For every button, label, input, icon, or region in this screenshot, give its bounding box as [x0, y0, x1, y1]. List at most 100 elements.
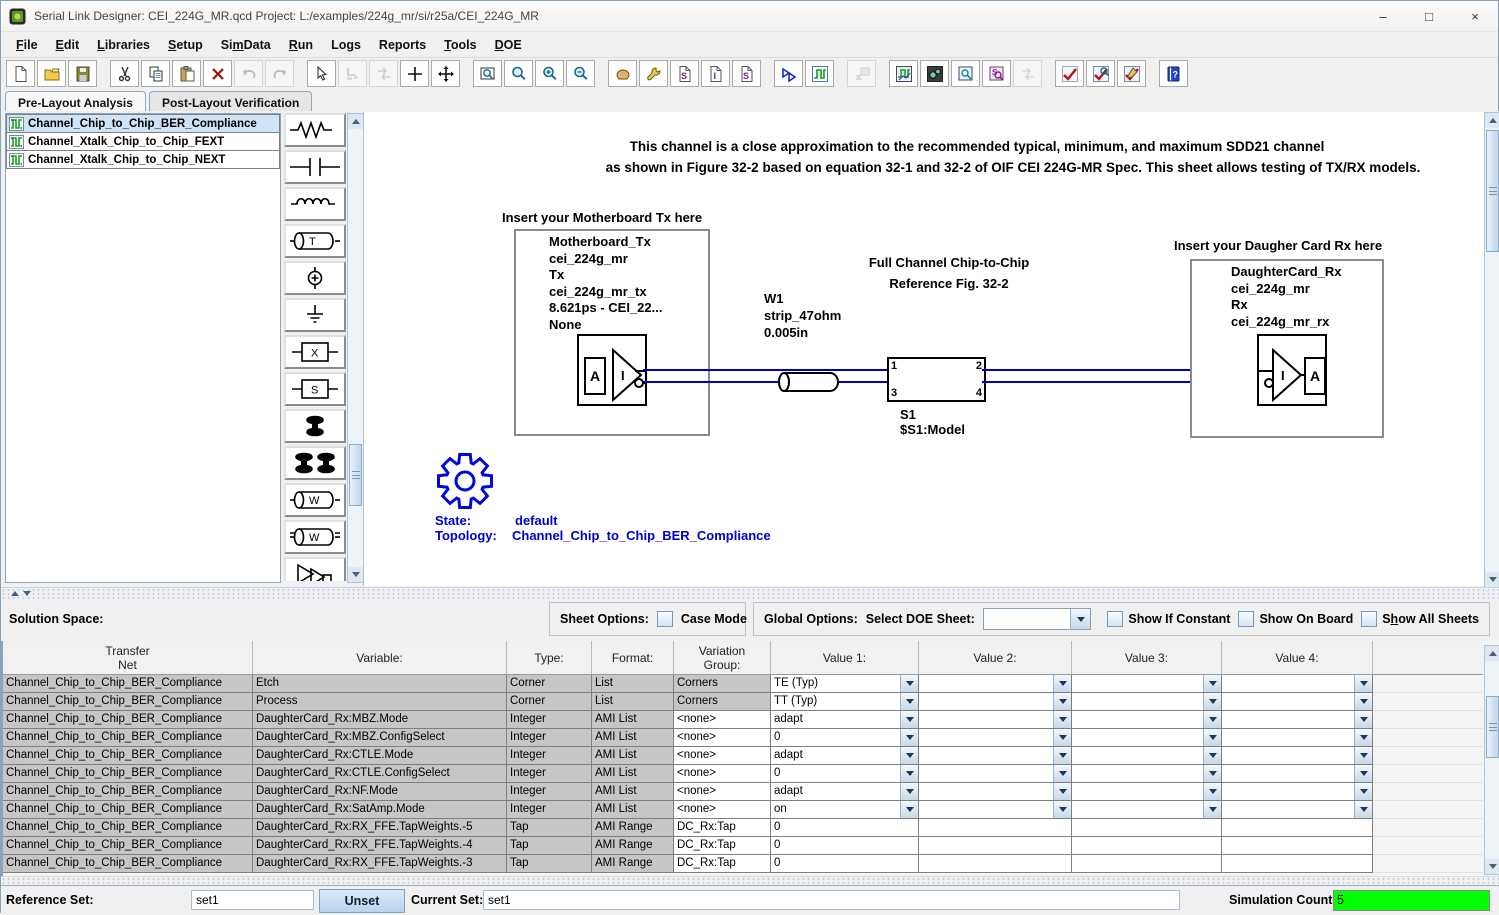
- column-header-5[interactable]: Value 1:: [771, 641, 919, 674]
- cell-value4-dropdown[interactable]: [1222, 675, 1373, 693]
- palette-scroll-down[interactable]: [348, 567, 363, 582]
- value-dropdown-button[interactable]: [900, 711, 918, 728]
- check-view-button[interactable]: [1086, 60, 1115, 87]
- cell-value2[interactable]: [919, 819, 1072, 837]
- tab-pre-layout-analysis[interactable]: Pre-Layout Analysis: [5, 91, 146, 113]
- sheet-item-channel_chip_to_chip_ber_compliance[interactable]: Channel_Chip_to_Chip_BER_Compliance: [6, 114, 280, 133]
- value-dropdown-button[interactable]: [1203, 711, 1221, 728]
- part-button[interactable]: [608, 60, 637, 87]
- view-results-button[interactable]: [951, 60, 980, 87]
- value-dropdown-button[interactable]: [1203, 693, 1221, 710]
- cell-value3[interactable]: [1072, 855, 1222, 873]
- value-dropdown-button[interactable]: [1354, 711, 1372, 728]
- reference-set-field[interactable]: set1: [191, 890, 314, 910]
- waveforms-button[interactable]: [805, 60, 834, 87]
- minimize-button[interactable]: –: [1360, 1, 1406, 31]
- rx-buffer-symbol[interactable]: I A: [1257, 334, 1327, 406]
- table-scroll-up[interactable]: [1485, 646, 1499, 661]
- palette-xblock-button[interactable]: X: [284, 335, 346, 369]
- menu-reports[interactable]: Reports: [370, 35, 435, 55]
- palette-via-pair-button[interactable]: [284, 446, 346, 480]
- check-button[interactable]: [1055, 60, 1084, 87]
- cell-value4-dropdown[interactable]: [1222, 783, 1373, 801]
- canvas-scroll-up[interactable]: [1485, 113, 1499, 128]
- value-dropdown-button[interactable]: [1053, 675, 1071, 692]
- show-all-sheets-checkbox[interactable]: [1361, 611, 1377, 627]
- cell-value4-dropdown[interactable]: [1222, 801, 1373, 819]
- value-dropdown-button[interactable]: [1203, 801, 1221, 818]
- doe-sheet-dropdown-button[interactable]: [1070, 609, 1090, 629]
- table-scrollbar[interactable]: [1484, 645, 1499, 875]
- cell-value2-dropdown[interactable]: [919, 675, 1072, 693]
- cell-value4-dropdown[interactable]: [1222, 711, 1373, 729]
- column-header-3[interactable]: Format:: [592, 641, 674, 674]
- palette-tline-button[interactable]: T: [284, 224, 346, 258]
- palette-via-button[interactable]: [284, 409, 346, 443]
- palette-wline-button[interactable]: W: [284, 483, 346, 517]
- splitter-collapse-arrows[interactable]: [9, 591, 33, 596]
- value-dropdown-button[interactable]: [1053, 729, 1071, 746]
- canvas-scrollbar[interactable]: [1484, 112, 1499, 588]
- state-gear-icon[interactable]: [436, 452, 494, 510]
- cell-value3[interactable]: [1072, 819, 1222, 837]
- show-on-board-checkbox[interactable]: [1238, 611, 1254, 627]
- menu-doe[interactable]: DOE: [486, 35, 531, 55]
- cell-value1-dropdown[interactable]: on: [771, 801, 919, 819]
- sheet-spice-button[interactable]: S: [670, 60, 699, 87]
- value-dropdown-button[interactable]: [900, 693, 918, 710]
- check-edit-button[interactable]: [1117, 60, 1146, 87]
- value-dropdown-button[interactable]: [1354, 765, 1372, 782]
- cell-value3[interactable]: [1072, 837, 1222, 855]
- cell-value3-dropdown[interactable]: [1072, 783, 1222, 801]
- value-dropdown-button[interactable]: [900, 729, 918, 746]
- value-dropdown-button[interactable]: [1354, 693, 1372, 710]
- value-dropdown-button[interactable]: [1203, 675, 1221, 692]
- show-if-constant-checkbox[interactable]: [1107, 611, 1123, 627]
- cell-value2-dropdown[interactable]: [919, 711, 1072, 729]
- current-set-field[interactable]: set1: [483, 890, 1180, 910]
- wrench-button[interactable]: [639, 60, 668, 87]
- cell-value2-dropdown[interactable]: [919, 729, 1072, 747]
- value-dropdown-button[interactable]: [1053, 783, 1071, 800]
- wire-tx-s1-negative[interactable]: [643, 381, 887, 383]
- cell-value4[interactable]: [1222, 855, 1373, 873]
- move-button[interactable]: [431, 60, 460, 87]
- cell-value3-dropdown[interactable]: [1072, 711, 1222, 729]
- value-dropdown-button[interactable]: [1203, 729, 1221, 746]
- menu-run[interactable]: Run: [280, 35, 322, 55]
- value-dropdown-button[interactable]: [900, 765, 918, 782]
- cell-value1-dropdown[interactable]: 0: [771, 729, 919, 747]
- value-dropdown-button[interactable]: [1053, 801, 1071, 818]
- w1-tline-symbol[interactable]: [774, 370, 844, 394]
- sheet-ibis-button[interactable]: I: [701, 60, 730, 87]
- cell-value2-dropdown[interactable]: [919, 693, 1072, 711]
- column-header-2[interactable]: Type:: [507, 641, 592, 674]
- value-dropdown-button[interactable]: [1354, 675, 1372, 692]
- value-dropdown-button[interactable]: [900, 747, 918, 764]
- unset-button[interactable]: Unset: [319, 889, 405, 913]
- save-button[interactable]: [68, 60, 97, 87]
- cell-value3-dropdown[interactable]: [1072, 729, 1222, 747]
- value-dropdown-button[interactable]: [1354, 729, 1372, 746]
- value-dropdown-button[interactable]: [900, 801, 918, 818]
- value-dropdown-button[interactable]: [900, 783, 918, 800]
- sheet-spice2-button[interactable]: S: [732, 60, 761, 87]
- zoom-window-button[interactable]: [473, 60, 502, 87]
- canvas-scroll-thumb[interactable]: [1486, 130, 1499, 252]
- zoom-in-button[interactable]: [535, 60, 564, 87]
- menu-tools[interactable]: Tools: [435, 35, 485, 55]
- case-mode-checkbox[interactable]: [657, 611, 673, 627]
- value-dropdown-button[interactable]: [1354, 747, 1372, 764]
- zoom-button[interactable]: [504, 60, 533, 87]
- cell-value3-dropdown[interactable]: [1072, 675, 1222, 693]
- column-header-7[interactable]: Value 3:: [1072, 641, 1222, 674]
- menu-libraries[interactable]: Libraries: [88, 35, 159, 55]
- tx-block[interactable]: Motherboard_Txcei_224g_mrTxcei_224g_mr_t…: [514, 229, 710, 436]
- value-dropdown-button[interactable]: [1053, 711, 1071, 728]
- value-dropdown-button[interactable]: [900, 675, 918, 692]
- sheet-item-channel_xtalk_chip_to_chip_fext[interactable]: Channel_Xtalk_Chip_to_Chip_FEXT: [6, 133, 280, 151]
- column-header-4[interactable]: Variation Group:: [674, 641, 771, 674]
- sim-settings-button[interactable]: [920, 60, 949, 87]
- wire-tx-s1-positive[interactable]: [643, 369, 887, 371]
- palette-scroll-thumb[interactable]: [349, 444, 362, 506]
